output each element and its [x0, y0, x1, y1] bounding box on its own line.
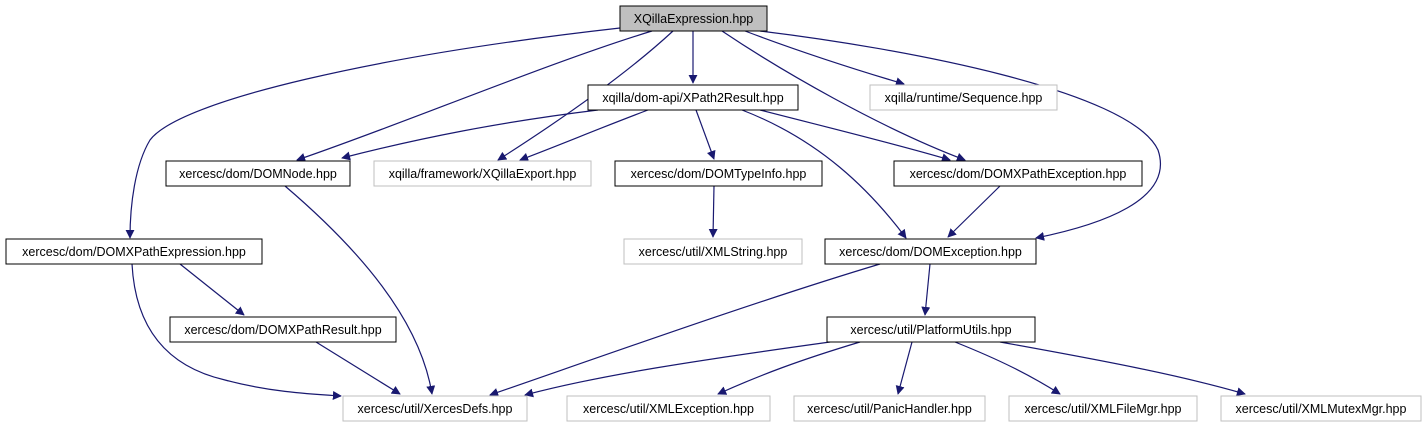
- edge-domexception-to-xercesdefs: [489, 263, 881, 397]
- node-root: XQillaExpression.hpp: [619, 5, 768, 32]
- edge-domxpathexception-to-domexception: [947, 185, 1001, 238]
- node-label-panichandler: xercesc/util/PanicHandler.hpp: [807, 402, 972, 416]
- node-label-domexception: xercesc/dom/DOMException.hpp: [839, 245, 1022, 259]
- node-box-xmlstring: [623, 238, 803, 265]
- node-box-domtypeinfo: [614, 160, 823, 187]
- node-domexception[interactable]: xercesc/dom/DOMException.hpp: [824, 238, 1037, 265]
- node-label-xmlexception: xercesc/util/XMLException.hpp: [583, 402, 754, 416]
- node-xqillaexport: xqilla/framework/XQillaExport.hpp: [373, 160, 592, 187]
- node-box-xmlexception: [566, 395, 771, 422]
- nodes-layer: XQillaExpression.hpp xqilla/dom-api/XPath…: [5, 5, 1422, 422]
- node-platformutils[interactable]: xercesc/util/PlatformUtils.hpp: [826, 316, 1036, 343]
- node-xmlfilemgr: xercesc/util/XMLFileMgr.hpp: [1008, 395, 1198, 422]
- edge-domnode-to-xercesdefs: [284, 185, 436, 395]
- node-box-xqillaexport: [373, 160, 592, 187]
- edge-platformutils-to-xmlexception: [717, 341, 861, 395]
- edge-xpath2result-to-domexception: [741, 109, 907, 239]
- node-domxpathresult[interactable]: xercesc/dom/DOMXPathResult.hpp: [169, 316, 397, 343]
- edge-domtypeinfo-to-xmlstring: [708, 185, 718, 238]
- edge-root-to-domexception: [759, 30, 1161, 241]
- node-label-platformutils: xercesc/util/PlatformUtils.hpp: [850, 323, 1011, 337]
- node-box-xmlmutexmgr: [1220, 395, 1422, 422]
- node-box-xercesdefs: [342, 395, 528, 422]
- node-box-domxpathresult: [169, 316, 397, 343]
- edge-domxpathexpression-to-domxpathresult: [179, 263, 245, 316]
- node-domnode[interactable]: xercesc/dom/DOMNode.hpp: [165, 160, 351, 187]
- node-label-domtypeinfo: xercesc/dom/DOMTypeInfo.hpp: [631, 167, 807, 181]
- node-box-xpath2result: [587, 84, 799, 111]
- node-box-domxpathexception: [893, 160, 1143, 187]
- node-label-xmlstring: xercesc/util/XMLString.hpp: [639, 245, 788, 259]
- node-xmlmutexmgr: xercesc/util/XMLMutexMgr.hpp: [1220, 395, 1422, 422]
- node-label-xercesdefs: xercesc/util/XercesDefs.hpp: [358, 402, 513, 416]
- node-label-xpath2result: xqilla/dom-api/XPath2Result.hpp: [602, 91, 783, 105]
- edge-domexception-to-platformutils: [921, 263, 931, 316]
- node-label-sequence: xqilla/runtime/Sequence.hpp: [885, 91, 1043, 105]
- node-label-xmlfilemgr: xercesc/util/XMLFileMgr.hpp: [1024, 402, 1181, 416]
- edge-xpath2result-to-xqillaexport: [519, 109, 649, 162]
- node-domtypeinfo[interactable]: xercesc/dom/DOMTypeInfo.hpp: [614, 160, 823, 187]
- edge-root-to-sequence: [744, 30, 905, 87]
- edge-root-to-domxpathexpression: [125, 27, 621, 239]
- edge-root-to-xqillaexport: [497, 30, 674, 161]
- node-label-domxpathresult: xercesc/dom/DOMXPathResult.hpp: [184, 323, 381, 337]
- edge-platformutils-to-xmlfilemgr: [954, 341, 1061, 395]
- node-box-root: [619, 5, 768, 32]
- node-xpath2result[interactable]: xqilla/dom-api/XPath2Result.hpp: [587, 84, 799, 111]
- edges-layer: [125, 27, 1246, 400]
- node-label-xmlmutexmgr: xercesc/util/XMLMutexMgr.hpp: [1236, 402, 1407, 416]
- node-box-sequence: [869, 84, 1058, 111]
- node-panichandler: xercesc/util/PanicHandler.hpp: [793, 395, 986, 422]
- node-xmlstring: xercesc/util/XMLString.hpp: [623, 238, 803, 265]
- node-label-domnode: xercesc/dom/DOMNode.hpp: [179, 167, 337, 181]
- node-box-domxpathexpression: [5, 238, 263, 265]
- edge-xpath2result-to-domxpathexception: [759, 109, 951, 162]
- node-sequence: xqilla/runtime/Sequence.hpp: [869, 84, 1058, 111]
- edge-domxpathresult-to-xercesdefs: [315, 341, 401, 395]
- edge-root-to-domnode: [296, 30, 653, 162]
- edge-domxpathexpression-to-xercesdefs: [131, 263, 342, 400]
- node-box-domnode: [165, 160, 351, 187]
- edge-platformutils-to-xmlmutexmgr: [999, 341, 1246, 397]
- node-label-xqillaexport: xqilla/framework/XQillaExport.hpp: [389, 167, 577, 181]
- edge-platformutils-to-xercesdefs: [524, 341, 831, 398]
- node-box-panichandler: [793, 395, 986, 422]
- node-label-domxpathexpression: xercesc/dom/DOMXPathExpression.hpp: [22, 245, 246, 259]
- node-label-domxpathexception: xercesc/dom/DOMXPathException.hpp: [910, 167, 1127, 181]
- node-box-platformutils: [826, 316, 1036, 343]
- edge-root-to-domxpathexception: [721, 30, 966, 162]
- edge-xpath2result-to-domtypeinfo: [695, 109, 716, 160]
- node-domxpathexception[interactable]: xercesc/dom/DOMXPathException.hpp: [893, 160, 1143, 187]
- node-label-root: XQillaExpression.hpp: [634, 12, 754, 26]
- node-box-domexception: [824, 238, 1037, 265]
- edge-platformutils-to-panichandler: [895, 341, 913, 395]
- node-xmlexception: xercesc/util/XMLException.hpp: [566, 395, 771, 422]
- node-xercesdefs: xercesc/util/XercesDefs.hpp: [342, 395, 528, 422]
- edge-xpath2result-to-domnode: [341, 109, 599, 161]
- node-domxpathexpression[interactable]: xercesc/dom/DOMXPathExpression.hpp: [5, 238, 263, 265]
- node-box-xmlfilemgr: [1008, 395, 1198, 422]
